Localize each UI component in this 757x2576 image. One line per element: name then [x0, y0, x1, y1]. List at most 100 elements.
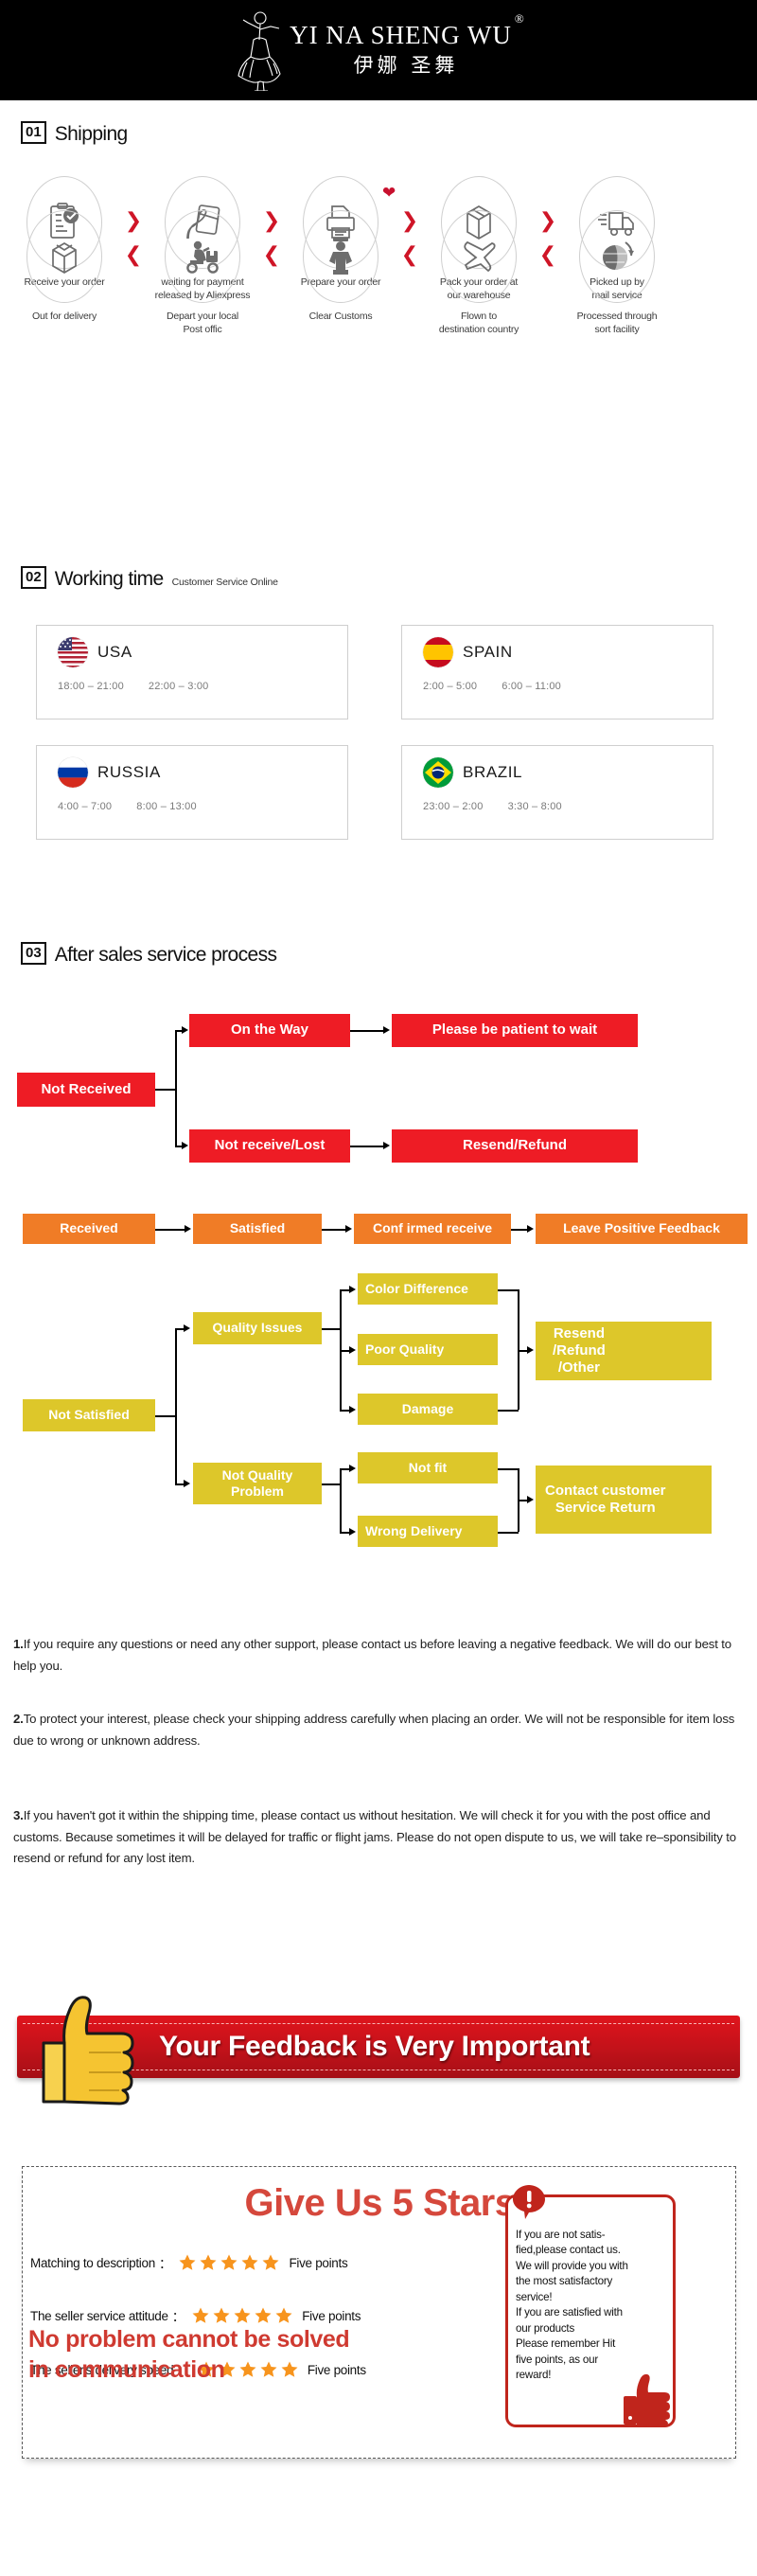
connector: [155, 1089, 176, 1091]
working-time-card-usa: USA 18:00 – 21:00 22:00 – 3:00: [36, 625, 348, 720]
flow-box-not-fit: Not fit: [358, 1452, 498, 1483]
time-slot: 23:00 – 2:00: [423, 801, 484, 812]
connector: [498, 1468, 519, 1470]
note-line: Please remember Hit: [516, 2337, 616, 2351]
step-label: Processed through sort facility: [576, 311, 658, 335]
satisfaction-note-box: If you are not satis- fied,please contac…: [505, 2185, 676, 2427]
globe-icon: [597, 237, 637, 276]
country-name: BRAZIL: [463, 763, 523, 781]
note-line: reward!: [516, 2369, 552, 2382]
arrowhead: [345, 1225, 352, 1233]
chevron-left-icon: ❮: [400, 243, 419, 267]
flow-box-color-difference: Color Difference: [358, 1273, 498, 1305]
arrowhead: [349, 1286, 356, 1293]
working-time-card-brazil: BRAZIL 23:00 – 2:00 3:30 – 8:00: [401, 745, 713, 840]
star-icon: [281, 2361, 298, 2377]
chevron-left-icon: ❮: [124, 243, 143, 267]
page-title: Shipping: [54, 123, 129, 145]
brand-lockup: YI NA SHENG WU® 伊娜 圣舞: [235, 9, 525, 91]
rating-colon: ：: [171, 2310, 185, 2324]
working-time-card-spain: SPAIN 2:00 – 5:00 6:00 – 11:00: [401, 625, 713, 720]
arrowhead: [349, 1406, 356, 1413]
connector: [175, 1328, 185, 1330]
step-oval: [165, 210, 240, 303]
connector: [340, 1468, 350, 1470]
flow-box-satisfied: Satisfied: [193, 1214, 322, 1244]
flow-box-on-the-way: On the Way: [189, 1014, 350, 1047]
star-icon: [200, 2254, 217, 2270]
flow-box-received: Received: [23, 1214, 155, 1244]
flow-box-please-be-patient: Please be patient to wait: [392, 1014, 638, 1047]
shipping-step: Depart your local Post offic: [144, 210, 261, 336]
time-slot: 8:00 – 13:00: [136, 801, 197, 812]
connector: [175, 1146, 183, 1147]
feedback-banner-text: Your Feedback is Very Important: [159, 2031, 590, 2062]
connector: [340, 1532, 350, 1534]
shipping-steps-row-2: Out for delivery ❮ Depart your local Pos…: [0, 210, 757, 336]
chevron-left-icon: ❮: [538, 243, 557, 267]
connector: [350, 1146, 384, 1147]
star-icon: [220, 2254, 238, 2270]
flow-box-not-quality-problem: Not Quality Problem: [193, 1463, 322, 1504]
connector: [518, 1289, 519, 1410]
connector: [322, 1483, 341, 1485]
chevron-right-icon: ❯: [124, 209, 143, 233]
connector: [175, 1030, 183, 1032]
note-line: fied,please contact us.: [516, 2244, 621, 2257]
rating-points: Five points: [302, 2308, 361, 2323]
chevron-right-icon: ❯: [262, 209, 281, 233]
rating-label: The seller's delivery speed: [30, 2362, 174, 2377]
flow-box-not-satisfied: Not Satisfied: [23, 1399, 155, 1431]
note-text: If you haven't got it within the shippin…: [13, 1808, 736, 1866]
time-slot: 18:00 – 21:00: [58, 681, 124, 692]
connector: [155, 1229, 185, 1231]
time-slot: 2:00 – 5:00: [423, 681, 478, 692]
section-subtitle: Customer Service Online: [171, 576, 278, 588]
chevron-left-icon: ❮: [262, 243, 281, 267]
note-text: If you require any questions or need any…: [13, 1637, 731, 1673]
connector: [340, 1410, 350, 1412]
arrowhead: [383, 1026, 390, 1034]
star-icon: [275, 2307, 292, 2323]
connector: [498, 1410, 519, 1412]
page-title: Working time: [54, 568, 165, 590]
connector: [322, 1229, 346, 1231]
connector: [340, 1289, 342, 1410]
note-line: If you are not satis-: [516, 2229, 606, 2241]
section-heading-after-sales: 03 After sales service process: [21, 942, 277, 966]
star-icon: [262, 2254, 279, 2270]
note-line: five points, as our: [516, 2353, 599, 2366]
scooter-courier-icon: [181, 238, 224, 275]
note-line: If you are satisfied with: [516, 2306, 623, 2319]
shipping-step: Flown to destination country: [420, 210, 537, 336]
country-name: USA: [97, 643, 132, 661]
flow-box-quality-issues: Quality Issues: [193, 1312, 322, 1344]
flow-box-damage: Damage: [358, 1394, 498, 1425]
airplane-icon: [458, 237, 500, 276]
step-label: Depart your local Post offic: [167, 311, 238, 335]
brand-name-cn: 伊娜 圣舞: [353, 54, 459, 78]
connector: [518, 1350, 528, 1352]
registered-mark-icon: ®: [514, 10, 525, 26]
rating-label: Matching to description: [30, 2255, 155, 2270]
star-icon: [219, 2361, 236, 2377]
time-slot: 4:00 – 7:00: [58, 801, 113, 812]
shipping-step: Processed through sort facility: [558, 210, 676, 336]
arrowhead: [349, 1346, 356, 1354]
note-paragraph-3: 3.If you haven't got it within the shipp…: [13, 1805, 744, 1870]
working-time-card-russia: RUSSIA 4:00 – 7:00 8:00 – 13:00: [36, 745, 348, 840]
connector: [340, 1289, 350, 1291]
connector: [155, 1415, 176, 1417]
step-oval: [26, 210, 102, 303]
arrowhead: [185, 1225, 191, 1233]
page-title: After sales service process: [54, 944, 277, 966]
flow-box-leave-positive-feedback: Leave Positive Feedback: [536, 1214, 748, 1244]
flow-box-resend-refund-other: Resend /Refund /Other: [536, 1322, 712, 1380]
connector: [498, 1289, 519, 1291]
rating-row-matching-to-description: Matching to description ： Five points: [30, 2253, 348, 2272]
connector: [350, 1030, 384, 1032]
chevron-right-icon: ❯: [400, 209, 419, 233]
connector: [175, 1483, 185, 1485]
star-icon: [234, 2307, 251, 2323]
